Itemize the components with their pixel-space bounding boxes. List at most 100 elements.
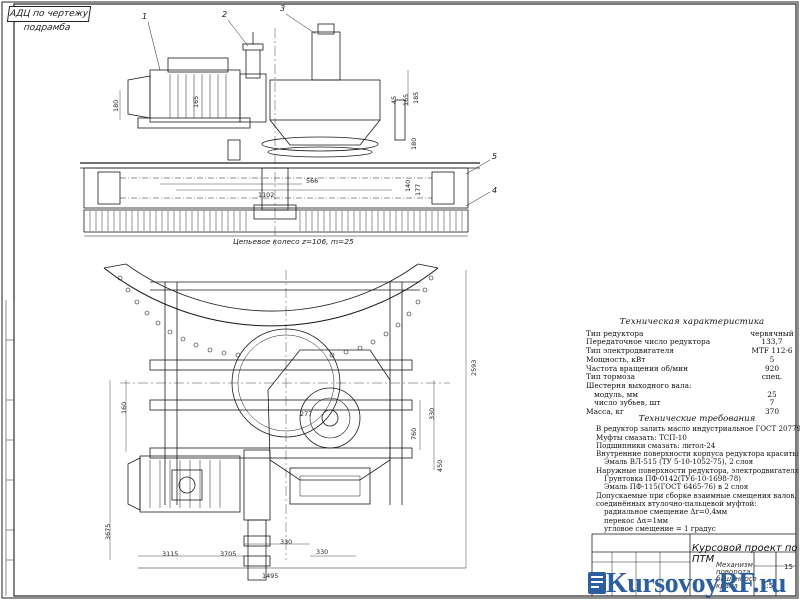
title-block [591,533,797,597]
tech-req-line: Грунтовка ПФ-0142(ТУ6-10-1698-78) [604,474,741,484]
dim-label: 330 [428,407,436,420]
dim-label: 140 [404,179,412,192]
stamp-title: Курсовой проект по ПТМ [692,543,798,565]
tech-req-line: Внутренние поверхности корпуса редуктора… [596,449,799,459]
tech-char-label: Частота вращения об/мин [586,363,689,373]
callout-3: 3 [280,4,286,13]
tech-char-value: спец. [761,372,783,382]
tech-char-value: 370 [764,407,780,417]
tech-char-value: 7 [769,398,775,408]
dim-label: 180 [410,137,418,150]
technical-characteristics: Техническая характеристика Тип редуктора… [586,318,798,417]
tech-char-row: модуль, мм 25 [586,389,798,400]
brand-text-b: RF [718,568,753,599]
reducer-housing [269,79,381,121]
stamp-subtitle: Механизм поворота башенного крана [716,561,757,590]
brand-logo-icon [588,572,606,594]
tech-char-label: Тип электродвигателя [586,346,674,356]
tech-char-title: Техническая характеристика [619,317,765,327]
stamp-sheet: 15 [784,563,793,571]
tech-char-label: число зубьев, шт [594,398,661,408]
dim-label: 3675 [104,523,112,540]
tech-char-value: 25 [767,389,777,399]
motor-end-cap [127,75,151,119]
tech-req-line: Наружные поверхности редуктора, электрод… [596,465,800,475]
brand-watermark: KursovoyRF.ru [606,568,786,600]
tech-char-row: число зубьев, шт 7 [586,399,798,408]
dim-label: 330 [280,538,293,546]
tech-char-value: 920 [764,363,780,373]
tech-req-line: перекос Δα=1мм [604,515,669,525]
brand-text-a: Kursovoy [606,568,719,599]
brake-housing [239,73,267,123]
tech-char-row: Шестерня выходного вала: [586,380,798,391]
technical-requirements: Технические требования В редуктор залить… [596,414,800,533]
tech-char-label: Мощность, кВт [586,354,646,364]
tech-char-value: 5 [769,354,775,364]
dim-label: 160 [120,401,128,414]
dim-label: 277 [300,410,313,418]
dim-label: 165 [192,95,200,108]
tech-char-label: Масса, кг [586,407,624,417]
tech-char-label: Тип тормоза [586,372,636,382]
dim-label: 3705 [220,550,237,558]
tech-char-row: Тип редуктора червячный [586,328,798,339]
tech-char-row: Мощность, кВт 5 [586,354,798,365]
tech-req-line: радиальное смещение Δr=0,4мм [604,507,728,517]
callout-4: 4 [492,186,498,195]
tech-char-value: червячный [750,328,794,338]
tech-char-row: Тип электродвигателя МТF 112-6 [586,346,798,356]
dim-label: 185 [412,91,420,104]
binding-strip [5,300,15,596]
tech-req-line: Муфты смазать: ТСП-10 [596,432,687,442]
tech-char-value: 133,7 [761,337,783,347]
callout-2: 2 [222,10,228,19]
tech-char-label: Тип редуктора [586,328,644,338]
dim-label: 1495 [262,572,279,580]
plan-view [103,263,467,581]
tech-char-value: МТF 112-6 [751,346,793,356]
dim-label: 45 [390,95,398,104]
dim-label: 3115 [162,550,179,558]
chain-wheel-label: Цепьевое колесо z=106, m=25 [233,237,354,246]
brand-text-c: .ru [752,568,786,599]
callout-1: 1 [142,12,148,21]
motor-feet [137,117,251,129]
motor-terminal-box [167,57,229,73]
tech-req-title: Технические требования [638,414,756,424]
reducer-base [269,119,381,146]
tech-req-line: соединённых втулочно-пальцевой муфтой: [596,498,757,508]
tech-req-line: Эмаль ПФ-115(ГОСТ 6465-76) в 2 слоя [604,482,749,492]
dim-label: 1102 [258,191,275,199]
top-elevation [80,13,491,246]
tech-req-line: Допускаемые при сборке взаимные смещения… [596,490,797,500]
tech-char-row: Передаточное число редуктора 133,7 [586,338,798,347]
tech-char-label: Шестерня выходного вала: [586,380,692,390]
tech-char-label: модуль, мм [594,389,639,399]
drawing-code-tag: АДЦ по чертежу подрамба [6,6,92,33]
callout-5: 5 [492,152,498,161]
dim-label: 180 [112,99,120,112]
reducer-top-box [311,31,341,81]
dim-label: 566 [306,177,319,185]
tech-req-line: В редуктор залить масло индустриальное Г… [596,424,800,434]
tech-req-line: Эмаль ВЛ-515 (ТУ 5-10-1052-75), 2 слоя [604,457,754,467]
ring-holes [117,275,434,358]
dim-label: 330 [316,548,329,556]
tech-char-label: Передаточное число редуктора [586,337,711,347]
tech-req-line: Подшипники смазать: литол-24 [596,440,716,450]
stamp-scale: 1:5 [762,582,774,590]
chain-wheel-strip [83,209,469,233]
pinion [253,204,297,220]
dim-label: 165 [402,93,410,106]
dim-label: 177 [414,183,422,196]
tech-char-row: Масса, кг 370 [586,407,798,417]
dim-label: 760 [410,427,418,440]
dim-label: 450 [436,459,444,472]
tech-req-line: угловое смещение = 1 градус [604,523,716,533]
drive-disc [261,136,379,152]
dim-label: 2593 [470,359,478,376]
tech-char-row: Тип тормоза спец. [586,373,798,382]
